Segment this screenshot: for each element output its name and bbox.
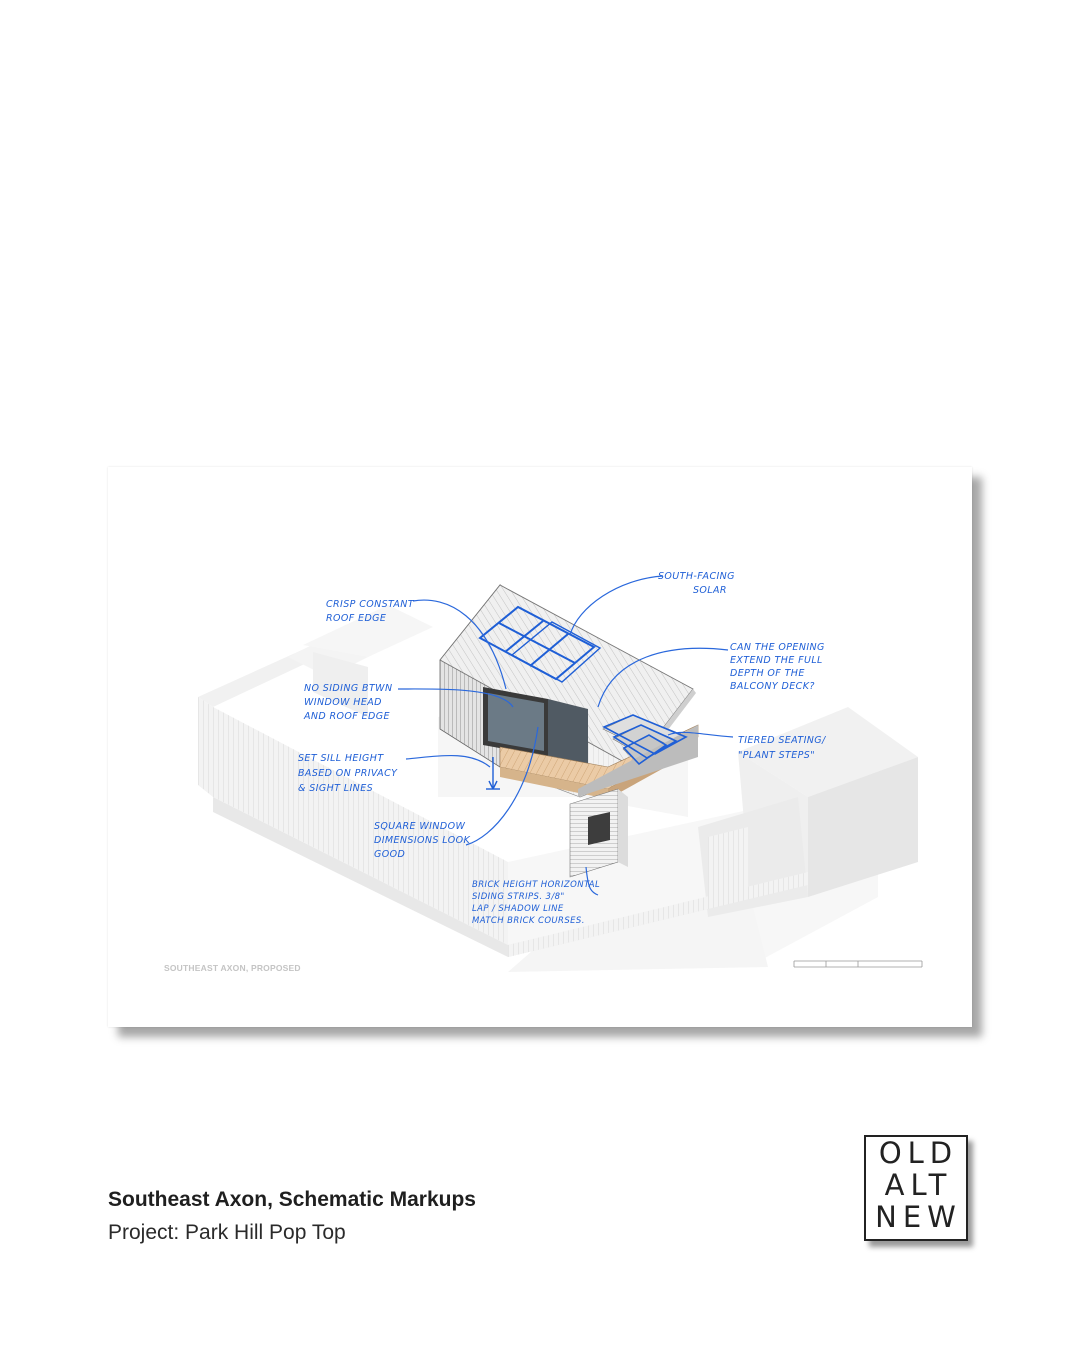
leader-seating (667, 731, 734, 738)
drawing-label: SOUTHEAST AXON, PROPOSED (164, 963, 301, 973)
drawing-sheet: CRISP CONSTANT ROOF EDGE SOUTH-FACING SO… (108, 467, 972, 1027)
note-brick: BRICK HEIGHT HORIZONTAL SIDING STRIPS. 3… (472, 880, 603, 926)
logo-row-old: OLD (878, 1136, 959, 1170)
caption-project: Project: Park Hill Pop Top (108, 1221, 346, 1244)
caption-title: Southeast Axon, Schematic Markups (108, 1188, 476, 1211)
solar-panels (478, 605, 602, 683)
note-solar: SOUTH-FACING SOLAR (658, 571, 738, 596)
note-opening: CAN THE OPENING EXTEND THE FULL DEPTH OF… (730, 642, 828, 692)
house-main-volume (438, 583, 699, 817)
logo-row-alt: ALT (884, 1168, 953, 1202)
logo-row-new: NEW (875, 1200, 962, 1234)
lower-siding-wall (569, 788, 628, 878)
leader-opening (597, 647, 729, 708)
note-window: SQUARE WINDOW DIMENSIONS LOOK GOOD (374, 821, 474, 860)
leader-solar (569, 575, 664, 636)
sill-height-dimension (486, 757, 500, 790)
note-roof-edge: CRISP CONSTANT ROOF EDGE (326, 599, 417, 624)
leader-siding (397, 688, 514, 708)
leader-window (465, 726, 539, 846)
leader-brick (585, 866, 599, 896)
axon-drawing: CRISP CONSTANT ROOF EDGE SOUTH-FACING SO… (198, 571, 923, 972)
context-neighbor-house-left (288, 605, 433, 717)
note-sill: SET SILL HEIGHT BASED ON PRIVACY & SIGHT… (298, 753, 401, 794)
scale-bar (793, 960, 923, 968)
leader-roof-edge (412, 599, 507, 690)
context-fence-right (508, 872, 808, 957)
brand-logo: OLD ALT NEW (864, 1135, 968, 1241)
note-seating: TIERED SEATING/ "PLANT STEPS" (738, 735, 829, 761)
note-siding: NO SIDING BTWN WINDOW HEAD AND ROOF EDGE (303, 683, 396, 722)
seating-markup (602, 714, 688, 766)
leader-sill (405, 754, 491, 768)
